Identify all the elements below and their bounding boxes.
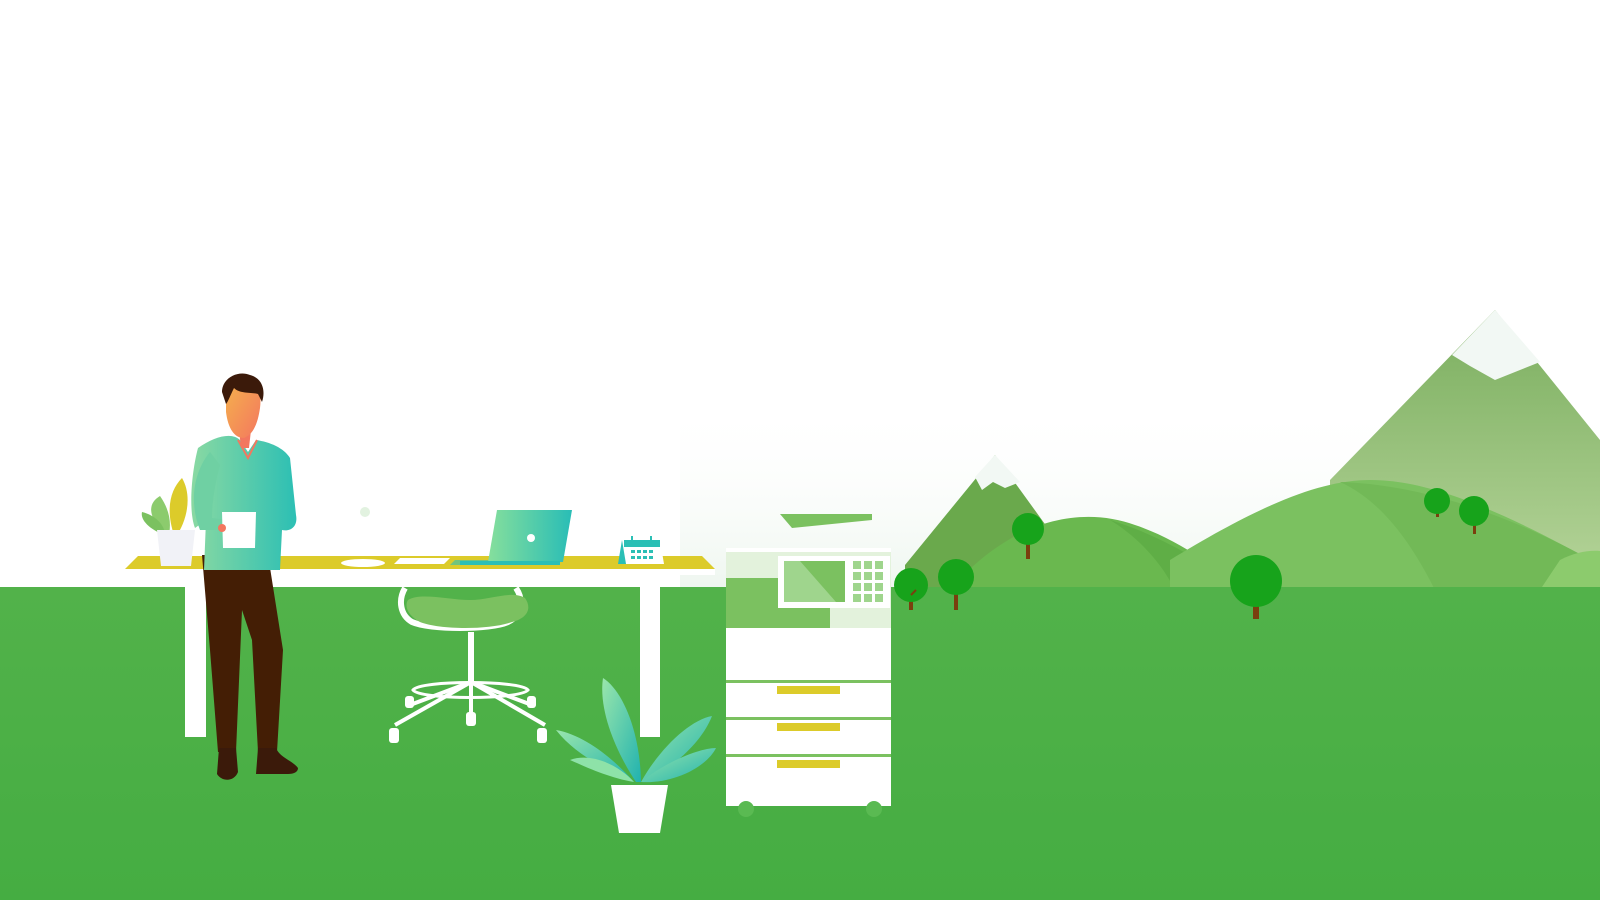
mountain-small-snowcap xyxy=(975,455,1020,490)
tree xyxy=(1230,555,1282,619)
person-figure xyxy=(191,373,298,780)
desk-plant xyxy=(141,478,195,566)
chair-ring xyxy=(411,681,530,699)
desk-dot xyxy=(360,507,370,517)
desk-leg-right xyxy=(640,575,660,737)
desk-top-edge xyxy=(125,569,715,575)
tree xyxy=(1424,488,1450,517)
laptop-icon xyxy=(460,510,572,565)
desk-stand xyxy=(341,559,385,567)
person-pants xyxy=(202,555,283,752)
desk-leg-left xyxy=(185,575,206,737)
copier-feeder xyxy=(780,514,872,528)
laptop-logo xyxy=(527,534,535,542)
person-tablet xyxy=(222,512,256,548)
person-hair xyxy=(222,373,264,404)
paper-sheet xyxy=(394,558,450,564)
tree xyxy=(894,568,928,610)
chair-seat xyxy=(406,594,529,628)
copier-drawer-handle xyxy=(777,686,840,694)
trees xyxy=(894,488,1489,619)
calendar-icon xyxy=(618,536,664,564)
photocopier xyxy=(726,514,891,817)
copier-drawer-handle xyxy=(777,760,840,768)
person-arm xyxy=(193,452,232,530)
plant-pot xyxy=(611,785,668,833)
laptop-base xyxy=(460,561,560,565)
stool-chair xyxy=(389,586,547,743)
hill-far-right xyxy=(1540,550,1600,590)
hill-right-shade xyxy=(1340,482,1600,590)
tree xyxy=(938,559,974,610)
tree xyxy=(1012,513,1044,559)
chair-base xyxy=(394,680,547,727)
copier-keypad xyxy=(853,561,883,602)
person-shoe-right xyxy=(256,748,298,774)
person-head xyxy=(226,379,261,438)
copier-drawer-handle xyxy=(777,723,840,731)
hills xyxy=(950,480,1600,590)
mountain-large-snowcap xyxy=(1452,310,1540,380)
tree xyxy=(1459,496,1489,534)
person-shoe-left xyxy=(217,748,238,780)
potted-plant xyxy=(556,678,716,833)
chair-pole xyxy=(468,632,474,682)
